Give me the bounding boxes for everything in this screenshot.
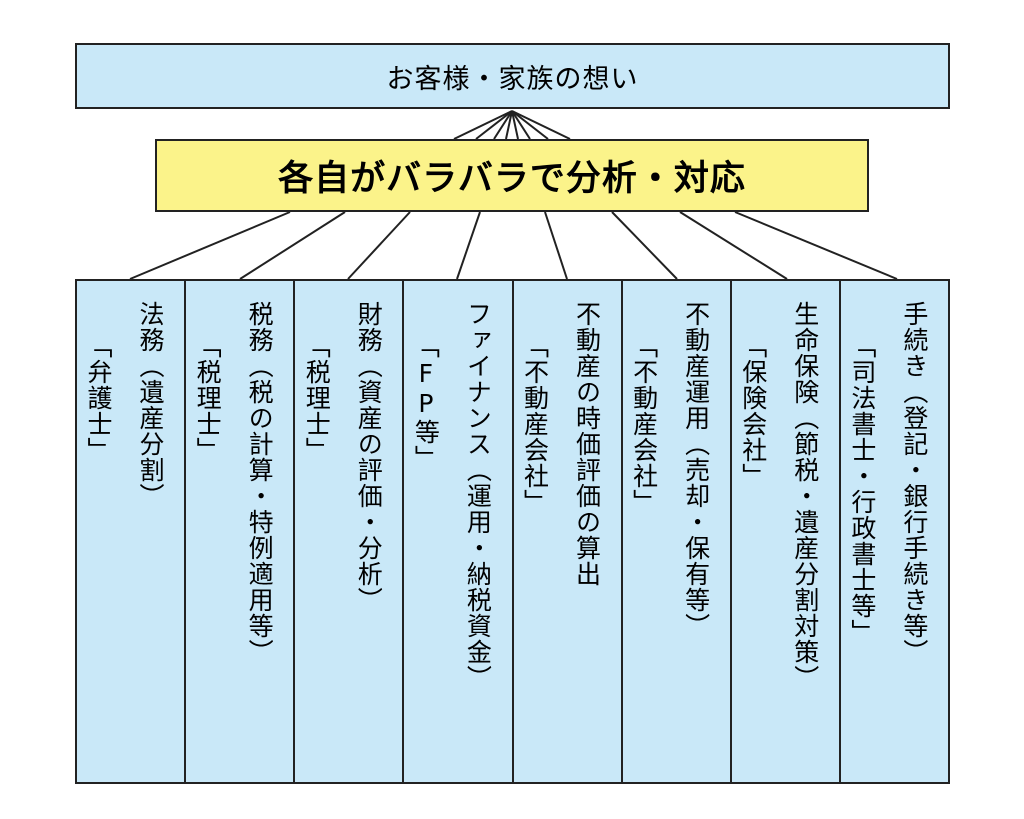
column-procedures: 手続き（登記・銀行手続き等） 「司法書士・行政書士等」 (838, 281, 948, 782)
role-label: 不動産運用（売却・保有等） (681, 301, 711, 639)
role-label: 生命保険（節税・遺産分割対策） (790, 301, 820, 691)
fan-line (453, 110, 513, 140)
branch-line (239, 211, 346, 280)
branch-line (734, 211, 898, 280)
expert-label: 「FP等」 (411, 333, 441, 471)
expert-label: 「税理士」 (193, 333, 223, 463)
expert-label: 「不動産会社」 (629, 333, 659, 515)
customer-wishes-box: お客様・家族の想い (75, 43, 950, 109)
specialist-columns: 手続き（登記・銀行手続き等） 「司法書士・行政書士等」 生命保険（節税・遺産分割… (75, 279, 950, 784)
customer-wishes-label: お客様・家族の想い (386, 63, 639, 95)
expert-label: 「不動産会社」 (520, 333, 550, 515)
role-label: 財務（資産の評価・分析） (354, 301, 384, 613)
expert-label: 「司法書士・行政書士等」 (847, 333, 877, 645)
branch-line (129, 211, 291, 280)
fragmented-analysis-box: 各自がバラバラで分析・対応 (155, 139, 869, 212)
expert-label: 「弁護士」 (84, 333, 113, 463)
fan-line (511, 110, 549, 140)
expert-label: 「税理士」 (302, 333, 332, 463)
fan-line (505, 110, 513, 140)
branch-line (611, 211, 678, 280)
column-legal: 法務（遺産分割） 「弁護士」 (77, 281, 184, 782)
column-real-estate-valuation: 不動産の時価評価の算出 「不動産会社」 (511, 281, 621, 782)
role-label: ファイナンス（運用・納税資金） (463, 301, 493, 691)
role-label: 税務（税の計算・特例適用等） (245, 301, 275, 665)
branch-line (679, 211, 788, 280)
column-taxation: 税務（税の計算・特例適用等） 「税理士」 (184, 281, 293, 782)
column-real-estate-management: 不動産運用（売却・保有等） 「不動産会社」 (620, 281, 730, 782)
expert-label: 「保険会社」 (738, 333, 768, 489)
fan-line (493, 110, 513, 140)
branch-line (456, 211, 481, 280)
column-finance: ファイナンス（運用・納税資金） 「FP等」 (402, 281, 511, 782)
role-label: 法務（遺産分割） (136, 301, 165, 509)
column-financial-affairs: 財務（資産の評価・分析） 「税理士」 (293, 281, 402, 782)
fan-line (511, 110, 571, 140)
column-life-insurance: 生命保険（節税・遺産分割対策） 「保険会社」 (729, 281, 839, 782)
fragmented-analysis-label: 各自がバラバラで分析・対応 (278, 159, 746, 199)
fan-line (511, 110, 531, 140)
fan-line (511, 110, 519, 140)
branch-line (347, 211, 411, 280)
role-label: 手続き（登記・銀行手続き等） (899, 301, 929, 665)
role-label: 不動産の時価評価の算出 (572, 301, 602, 587)
fan-line (475, 110, 513, 140)
branch-line (544, 211, 568, 280)
